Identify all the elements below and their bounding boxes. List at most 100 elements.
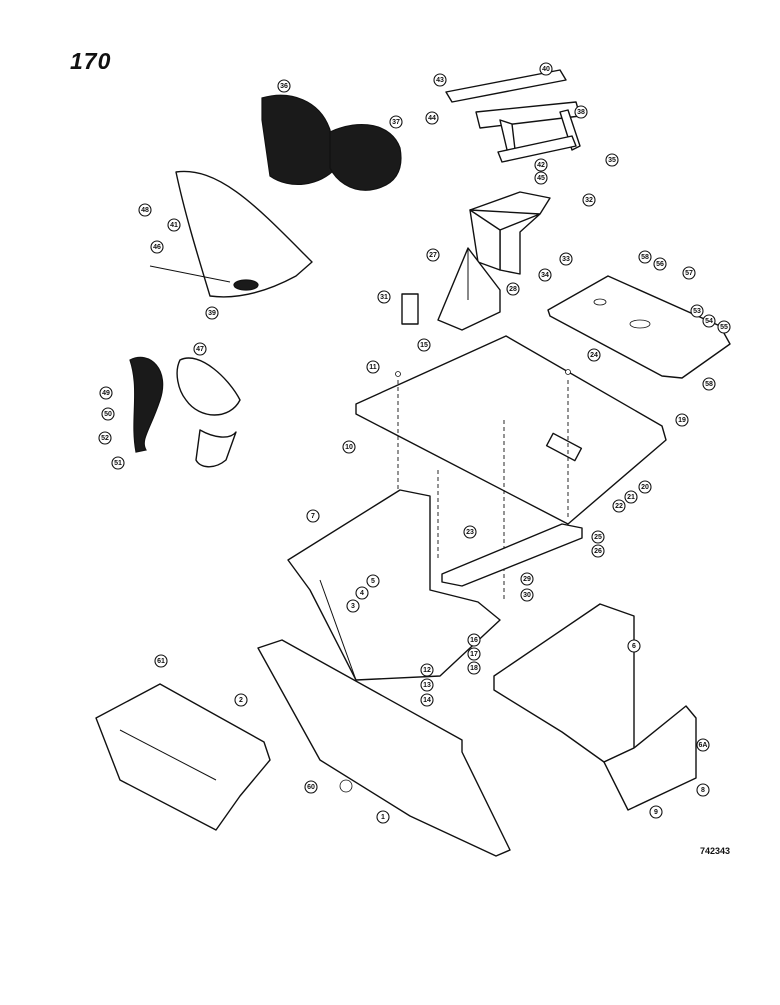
left-side-panel [287, 489, 501, 681]
callout-c18: 18 [467, 661, 481, 675]
center-bracket [441, 523, 583, 587]
callout-c31: 31 [377, 290, 391, 304]
callout-c34: 34 [538, 268, 552, 282]
callout-c11: 11 [366, 360, 380, 374]
callout-label: 48 [141, 207, 149, 214]
callout-c5: 5 [366, 574, 380, 588]
callout-label: 17 [470, 651, 478, 658]
callout-label: 13 [423, 682, 431, 689]
callout-label: 61 [157, 658, 165, 665]
callout-label: 57 [685, 270, 693, 277]
callout-label: 3 [351, 603, 355, 610]
callout-c51: 51 [111, 456, 125, 470]
callout-label: 56 [656, 261, 664, 268]
callout-c37: 37 [389, 115, 403, 129]
callout-c17: 17 [467, 647, 481, 661]
callout-c61: 61 [154, 654, 168, 668]
callout-label: 46 [153, 244, 161, 251]
callout-label: 6 [632, 643, 636, 650]
callout-label: 58 [641, 254, 649, 261]
callout-c20: 20 [638, 480, 652, 494]
seat-support [437, 247, 501, 331]
callout-label: 38 [577, 109, 585, 116]
callout-label: 43 [436, 77, 444, 84]
callout-c41: 41 [167, 218, 181, 232]
callout-label: 33 [562, 256, 570, 263]
callout-c10: 10 [342, 440, 356, 454]
callout-label: 23 [466, 529, 474, 536]
callout-c57: 57 [682, 266, 696, 280]
floor-plate [355, 335, 667, 525]
callout-c4: 4 [355, 586, 369, 600]
callout-c32: 32 [582, 193, 596, 207]
callout-c39: 39 [205, 306, 219, 320]
callout-label: 51 [114, 460, 122, 467]
callout-label: 12 [423, 667, 431, 674]
callout-label: 30 [523, 592, 531, 599]
callout-label: 32 [585, 197, 593, 204]
cover-plate [547, 275, 731, 379]
callout-c27: 27 [426, 248, 440, 262]
tool-box [95, 683, 271, 831]
callout-label: 6A [699, 742, 708, 749]
callout-label: 25 [594, 534, 602, 541]
drawing-code: 742343 [700, 846, 731, 856]
callout-c25: 25 [591, 530, 605, 544]
callout-c55: 55 [717, 320, 731, 334]
callout-c7: 7 [306, 509, 320, 523]
callout-label: 58 [705, 381, 713, 388]
callout-c24: 24 [587, 348, 601, 362]
callout-label: 18 [470, 665, 478, 672]
callout-label: 14 [423, 697, 431, 704]
callout-c50: 50 [101, 407, 115, 421]
callout-c8: 8 [696, 783, 710, 797]
callout-c9: 9 [649, 805, 663, 819]
seat-cushion [261, 94, 402, 191]
seat-belt [129, 356, 241, 468]
callout-label: 45 [537, 175, 545, 182]
callout-c40: 40 [539, 62, 553, 76]
callout-label: 8 [701, 787, 705, 794]
callout-c6: 6 [627, 639, 641, 653]
callout-label: 31 [380, 294, 388, 301]
callout-c38: 38 [574, 105, 588, 119]
callout-label: 10 [345, 444, 353, 451]
callout-c30: 30 [520, 588, 534, 602]
callout-c14: 14 [420, 693, 434, 707]
callout-c6a: 6A [696, 738, 710, 752]
callout-c43: 43 [433, 73, 447, 87]
callout-c47: 47 [193, 342, 207, 356]
callout-label: 37 [392, 119, 400, 126]
seat-back-panel [149, 170, 313, 298]
callout-c33: 33 [559, 252, 573, 266]
callout-c2: 2 [234, 693, 248, 707]
callout-c23: 23 [463, 525, 477, 539]
callout-label: 29 [523, 576, 531, 583]
callout-c1: 1 [376, 810, 390, 824]
callout-c15: 15 [417, 338, 431, 352]
callout-c42: 42 [534, 158, 548, 172]
callout-label: 27 [429, 252, 437, 259]
callout-label: 7 [311, 513, 315, 520]
callout-label: 22 [615, 503, 623, 510]
callout-c44: 44 [425, 111, 439, 125]
callout-c49: 49 [99, 386, 113, 400]
callout-label: 20 [641, 484, 649, 491]
callout-label: 15 [420, 342, 428, 349]
callout-c22: 22 [612, 499, 626, 513]
callout-label: 24 [590, 352, 598, 359]
callout-c56: 56 [653, 257, 667, 271]
callout-c16: 16 [467, 633, 481, 647]
front-panel [257, 639, 511, 857]
callout-label: 4 [360, 590, 364, 597]
callout-c46: 46 [150, 240, 164, 254]
callout-label: 60 [307, 784, 315, 791]
callout-label: 11 [369, 364, 377, 371]
callout-c12: 12 [420, 663, 434, 677]
callout-c13: 13 [420, 678, 434, 692]
callout-label: 21 [627, 494, 635, 501]
right-fender [493, 603, 697, 811]
callout-c26: 26 [591, 544, 605, 558]
